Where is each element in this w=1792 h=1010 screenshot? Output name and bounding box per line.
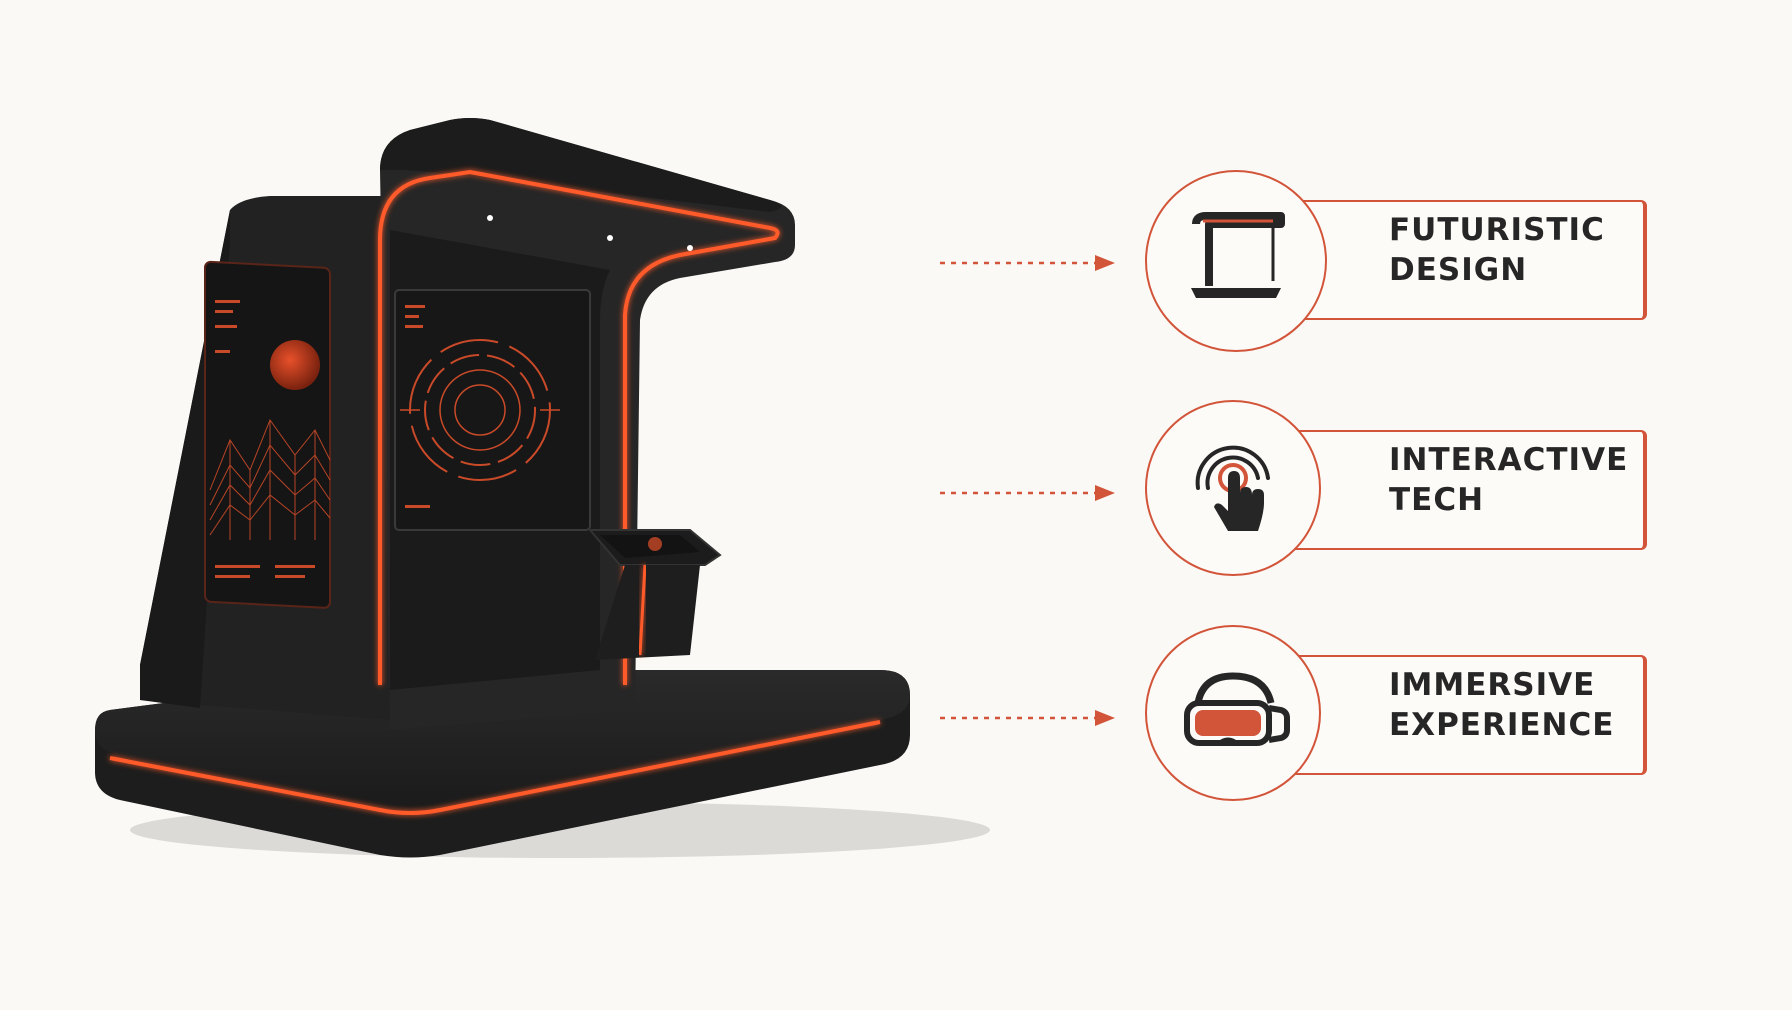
feature-futuristic-design: FUTURISTIC DESIGN bbox=[940, 170, 1665, 352]
feature-label: INTERACTIVE TECH bbox=[1389, 440, 1649, 520]
feature-icon-circle bbox=[1145, 400, 1321, 576]
kiosk-illustration bbox=[95, 118, 990, 858]
dotted-arrow bbox=[940, 710, 1115, 726]
feature-icon-circle bbox=[1145, 625, 1321, 801]
kiosk-left-wall bbox=[140, 196, 390, 720]
back-screen bbox=[394, 289, 591, 531]
vr-headset-icon bbox=[1184, 672, 1290, 746]
booth-icon bbox=[1191, 212, 1285, 298]
feature-label-box bbox=[1295, 655, 1647, 775]
dotted-arrow bbox=[940, 255, 1115, 271]
feature-label-line1: INTERACTIVE bbox=[1389, 442, 1629, 478]
feature-label-line1: FUTURISTIC bbox=[1389, 212, 1605, 248]
touch-tap-icon bbox=[1195, 445, 1270, 531]
feature-label: IMMERSIVE EXPERIENCE bbox=[1389, 665, 1649, 745]
feature-interactive-tech: INTERACTIVE TECH bbox=[940, 400, 1665, 582]
dotted-arrow bbox=[940, 485, 1115, 501]
feature-label-line2: DESIGN bbox=[1389, 252, 1528, 288]
feature-label-box bbox=[1295, 430, 1647, 550]
feature-label-line2: TECH bbox=[1389, 482, 1485, 518]
feature-label-box bbox=[1295, 200, 1647, 320]
feature-label-line1: IMMERSIVE bbox=[1389, 667, 1596, 703]
kiosk-podium bbox=[587, 529, 722, 660]
feature-label-line2: EXPERIENCE bbox=[1389, 707, 1615, 743]
feature-icon-circle bbox=[1145, 170, 1327, 352]
feature-label: FUTURISTIC DESIGN bbox=[1389, 210, 1649, 290]
feature-immersive-experience: IMMERSIVE EXPERIENCE bbox=[940, 625, 1665, 807]
